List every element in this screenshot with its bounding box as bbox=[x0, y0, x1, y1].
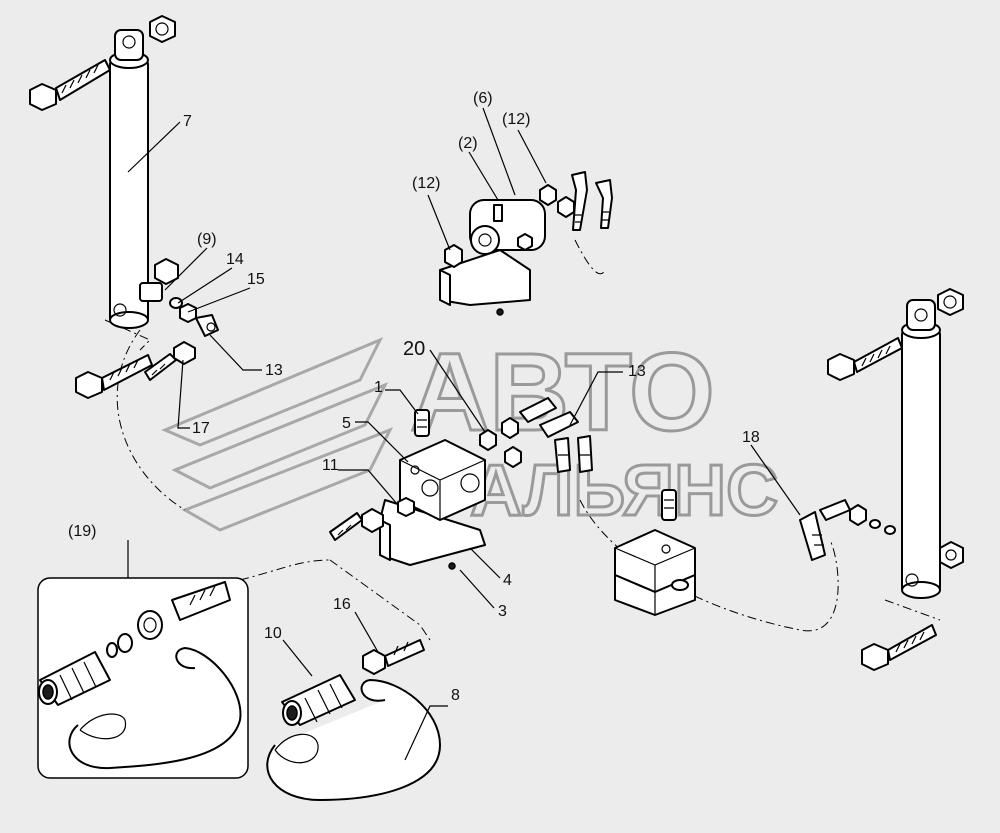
fitting-16 bbox=[362, 639, 425, 675]
leader-lines bbox=[127, 107, 801, 761]
left-bottom-bolt bbox=[75, 354, 153, 399]
left-hydraulic-cylinder bbox=[109, 29, 149, 329]
left-fitting-stack bbox=[139, 258, 219, 337]
pipe-clamp bbox=[614, 489, 696, 616]
fitting-17 bbox=[144, 341, 196, 381]
watermark-logo-emblem bbox=[161, 337, 394, 532]
callout-8: 8 bbox=[451, 687, 460, 704]
callout-9: (9) bbox=[197, 231, 217, 248]
right-top-bolt bbox=[827, 337, 903, 381]
callout-1: 1 bbox=[374, 379, 383, 396]
callout-7: 7 bbox=[183, 113, 192, 130]
callout-17: 17 bbox=[192, 420, 210, 437]
fittings-11-group bbox=[329, 497, 415, 541]
callout-4: 4 bbox=[503, 572, 512, 589]
fittings-20-13-group bbox=[479, 397, 593, 473]
left-top-bolt bbox=[29, 59, 111, 111]
callout-3: 3 bbox=[498, 603, 507, 620]
callout-10: 10 bbox=[264, 625, 282, 642]
coupler-10 bbox=[281, 674, 356, 726]
right-middle-nut bbox=[939, 541, 964, 569]
callout-16: 16 bbox=[333, 596, 351, 613]
right-hydraulic-cylinder bbox=[901, 299, 941, 599]
callout-12-top: (12) bbox=[502, 111, 530, 128]
left-top-nut bbox=[149, 15, 176, 43]
callout-14: 14 bbox=[226, 251, 244, 268]
callout-5: 5 bbox=[342, 415, 351, 432]
right-top-nut bbox=[937, 288, 964, 316]
callout-13-right: 13 bbox=[628, 363, 646, 380]
callout-19: (19) bbox=[68, 523, 96, 540]
callout-labels: 7 (9) 14 15 13 17 (19) (6) (2) (12) (12)… bbox=[68, 90, 760, 704]
callout-15: 15 bbox=[247, 271, 265, 288]
callout-11: 11 bbox=[322, 457, 339, 474]
fitting-18-group bbox=[799, 499, 896, 561]
dust-cap-strap-8 bbox=[266, 679, 441, 801]
coupler-kit-19 bbox=[38, 581, 242, 770]
callout-6: (6) bbox=[473, 90, 493, 107]
callout-20: 20 bbox=[403, 338, 425, 360]
solenoid-valve-assembly bbox=[439, 171, 613, 316]
callout-2: (2) bbox=[458, 135, 478, 152]
watermark-line1: АВТО bbox=[410, 331, 715, 454]
callout-13-left: 13 bbox=[265, 362, 283, 379]
callout-18: 18 bbox=[742, 429, 760, 446]
callout-12-left: (12) bbox=[412, 175, 440, 192]
right-bottom-bolt bbox=[861, 624, 937, 671]
